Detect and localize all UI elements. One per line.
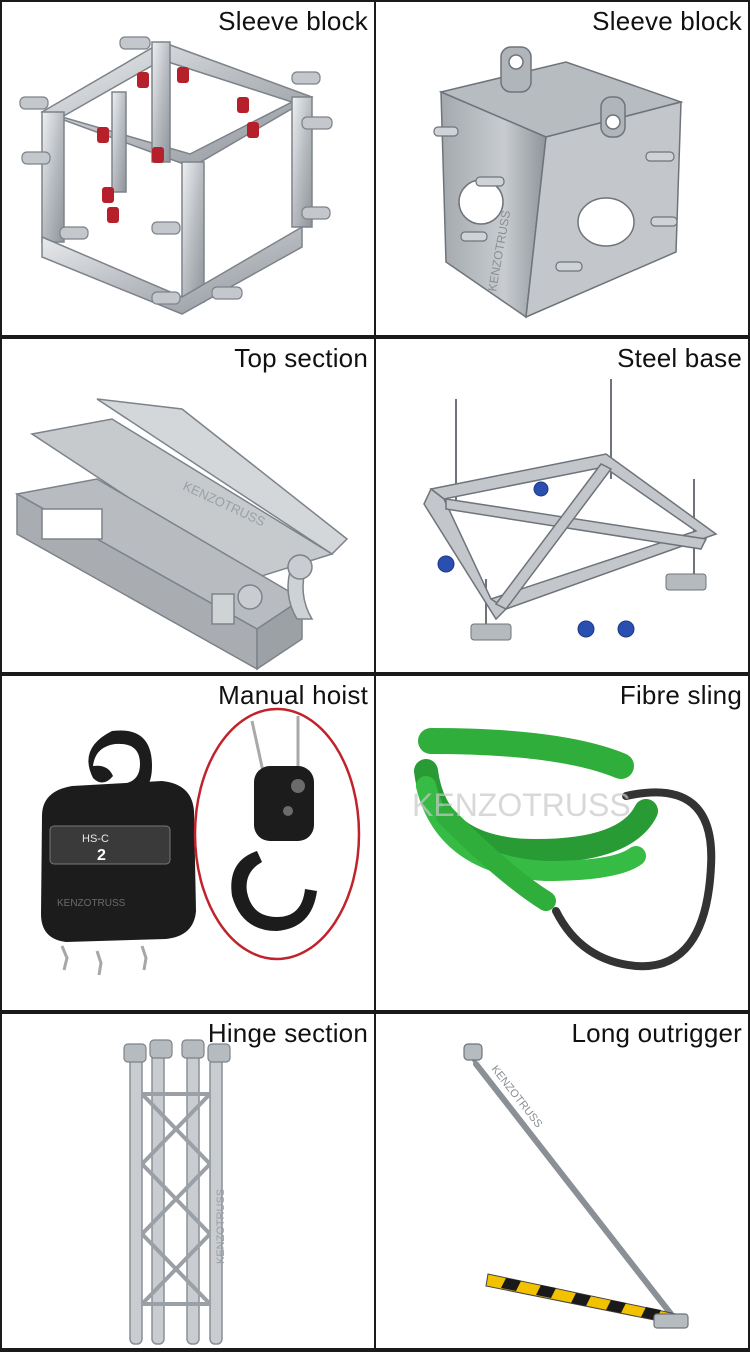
panel-label: Top section bbox=[234, 343, 368, 373]
hoist-plate-model: HS-C bbox=[82, 833, 109, 845]
panel-label: Long outrigger bbox=[571, 1018, 742, 1048]
panel-sleeve-block-steel: KENZOTRUSS Sleeve block bbox=[375, 0, 750, 337]
grid-bottom-border bbox=[0, 1350, 750, 1354]
panel-label: Fibre sling bbox=[619, 680, 742, 710]
top-section-icon: KENZOTRUSS bbox=[14, 398, 349, 671]
panel-steel-base: Steel base bbox=[375, 337, 750, 674]
panel-label: Manual hoist bbox=[218, 680, 368, 710]
panel-long-outrigger: KENZOTRUSS Long outrigger bbox=[375, 1012, 750, 1350]
fibre-sling-icon: KENZOTRUSS bbox=[412, 728, 716, 971]
sleeve-block-steel-icon: KENZOTRUSS bbox=[433, 46, 684, 319]
watermark-text: KENZOTRUSS bbox=[57, 898, 126, 909]
panel-label: Steel base bbox=[617, 343, 742, 373]
panel-label: Sleeve block bbox=[592, 6, 742, 36]
panel-top-section: KENZOTRUSS Top section bbox=[0, 337, 375, 674]
steel-base-icon bbox=[423, 379, 718, 641]
panel-hinge-section: KENZOTRUSS Hinge section bbox=[0, 1012, 375, 1350]
panel-sleeve-block-aluminum: Sleeve block bbox=[0, 0, 375, 337]
hoist-plate-capacity: 2 bbox=[97, 847, 106, 864]
panel-fibre-sling: KENZOTRUSS Fibre sling bbox=[375, 674, 750, 1012]
watermark-text: KENZOTRUSS bbox=[412, 787, 631, 823]
panel-label: Sleeve block bbox=[218, 6, 368, 36]
long-outrigger-icon: KENZOTRUSS bbox=[463, 1043, 689, 1329]
manual-hoist-icon: HS-C 2 KENZOTRUSS bbox=[41, 707, 361, 976]
panel-manual-hoist: HS-C 2 KENZOTRUSS Manual hoist bbox=[0, 674, 375, 1012]
sleeve-block-aluminum-icon bbox=[19, 36, 333, 315]
panel-label: Hinge section bbox=[207, 1018, 368, 1048]
hinge-section-icon: KENZOTRUSS bbox=[123, 1039, 231, 1345]
watermark-text: KENZOTRUSS bbox=[215, 1189, 227, 1264]
